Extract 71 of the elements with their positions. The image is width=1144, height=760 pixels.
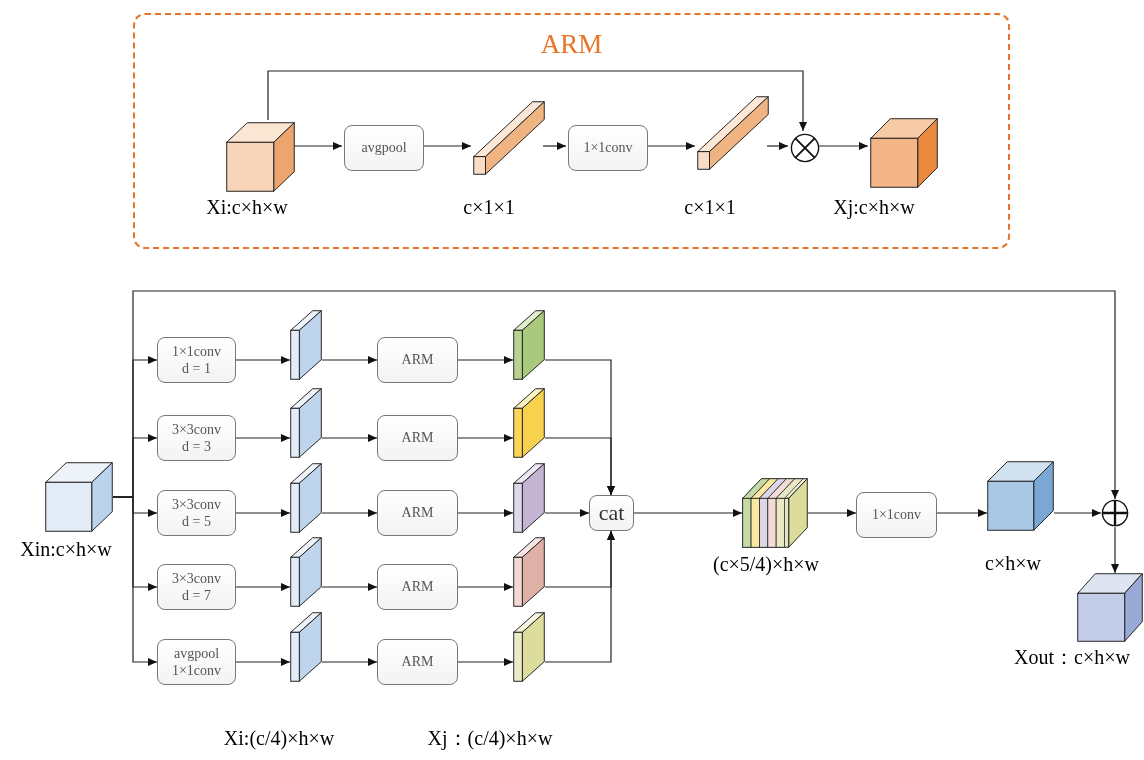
box-text: 1×1conv <box>171 662 222 680</box>
arrow <box>1111 526 1119 574</box>
box-text: d = 1 <box>182 360 211 378</box>
box-text: ARM <box>401 653 434 671</box>
process-box <box>157 337 236 383</box>
arrow <box>321 356 378 364</box>
dimension-label: Xj：(c/4)×h×w <box>427 726 553 751</box>
arrow <box>457 509 514 517</box>
process-box <box>344 125 424 171</box>
arrow <box>1053 509 1102 517</box>
arrow <box>235 356 291 364</box>
box-text: ARM <box>401 578 434 596</box>
box-text: 3×3conv <box>171 569 222 587</box>
box-text: 1×1conv <box>171 342 222 360</box>
arrow <box>321 509 378 517</box>
arrow <box>321 434 378 442</box>
arrow <box>235 658 291 666</box>
box-text: d = 3 <box>182 438 211 456</box>
arrow <box>235 583 291 591</box>
dimension-label: c×1×1 <box>684 195 736 220</box>
process-box <box>157 564 236 610</box>
box-text: ARM <box>401 504 434 522</box>
arrow <box>457 356 514 364</box>
arrow <box>542 142 567 150</box>
arrow <box>235 509 291 517</box>
arrow <box>544 509 590 517</box>
dimension-label: c×1×1 <box>463 195 515 220</box>
box-text: avgpool <box>173 644 220 662</box>
process-box <box>589 495 634 531</box>
arrow <box>633 509 743 517</box>
box-text: d = 7 <box>182 587 211 605</box>
module-frame <box>133 13 1010 249</box>
arrow <box>766 142 789 150</box>
arrow <box>235 434 291 442</box>
arrow <box>807 509 857 517</box>
dimension-label: (c×5/4)×h×w <box>713 552 819 577</box>
box-text: ARM <box>401 351 434 369</box>
arrow <box>544 437 615 496</box>
module-title: ARM <box>540 31 603 58</box>
arrow <box>321 583 378 591</box>
arrow <box>457 583 514 591</box>
process-box <box>377 337 458 383</box>
arrow <box>544 530 615 663</box>
dimension-label: Xout：c×h×w <box>1014 645 1130 670</box>
dimension-label: Xin:c×h×w <box>20 537 112 562</box>
arrow <box>267 70 807 132</box>
box-text: ARM <box>401 429 434 447</box>
box-text: 3×3conv <box>171 420 222 438</box>
box-text: avgpool <box>361 139 407 157</box>
arrow <box>936 509 988 517</box>
arrow <box>321 658 378 666</box>
process-box <box>377 564 458 610</box>
process-box <box>856 492 937 538</box>
box-text: cat <box>598 499 625 527</box>
box-text: 3×3conv <box>171 495 222 513</box>
arrow <box>457 434 514 442</box>
dimension-label: Xi:(c/4)×h×w <box>223 726 335 751</box>
box-text: 1×1conv <box>583 139 633 157</box>
process-box <box>377 490 458 536</box>
box-text: d = 5 <box>182 513 211 531</box>
process-box <box>157 639 236 685</box>
dimension-label: Xi:c×h×w <box>206 195 288 220</box>
box-text: 1×1conv <box>871 506 922 524</box>
dimension-label: Xj:c×h×w <box>833 195 915 220</box>
process-box <box>157 490 236 536</box>
dimension-label: c×h×w <box>985 551 1041 576</box>
arrow <box>457 658 514 666</box>
process-box <box>377 639 458 685</box>
process-box <box>568 125 648 171</box>
process-box <box>157 415 236 461</box>
process-box <box>377 415 458 461</box>
